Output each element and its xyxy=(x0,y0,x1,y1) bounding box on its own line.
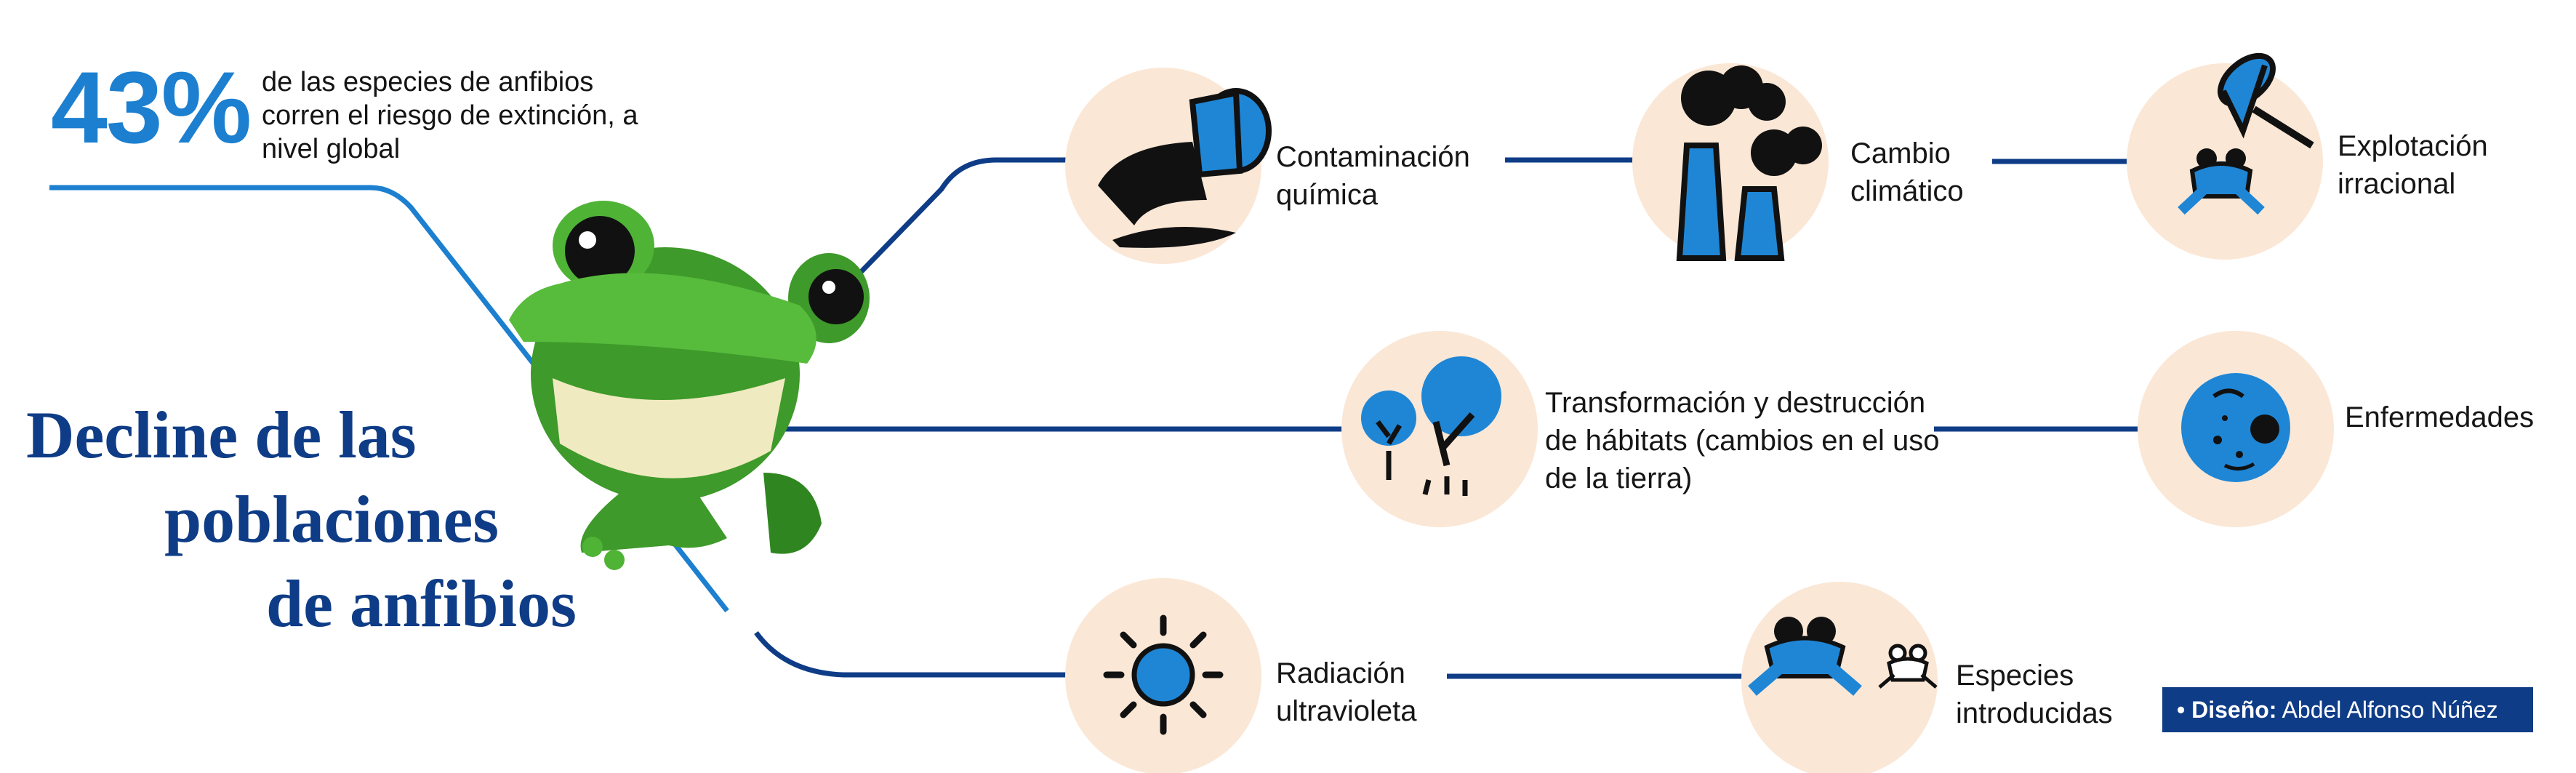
stat-percentage: 43% xyxy=(51,50,252,164)
label-habitat-destruction: Transformación y destrucción de hábitats… xyxy=(1545,387,1940,494)
label-introduced-species: Especies introducidas xyxy=(1956,660,2113,729)
label-irrational-exploitation: Explotación irracional xyxy=(2338,130,2488,200)
label-climate-change: Cambio climático xyxy=(1850,137,1964,207)
chemical-pipe-icon xyxy=(1098,88,1272,248)
trees-icon xyxy=(1361,356,1501,496)
two-frogs-icon xyxy=(1748,617,1938,696)
label-chemical-pollution: Contaminación química xyxy=(1276,141,1470,211)
title-line-1: Decline de las xyxy=(26,398,417,472)
credit-name: Abdel Alfonso Núñez xyxy=(2276,697,2498,723)
sun-icon xyxy=(1103,614,1224,735)
stat-description: de las especies de anfibios corren el ri… xyxy=(262,67,638,164)
connector-bottom xyxy=(754,630,1076,678)
title-line-3: de anfibios xyxy=(266,566,577,641)
stat-underline xyxy=(49,185,729,613)
connector-top xyxy=(812,157,1076,322)
design-credit: • Diseño: Abdel Alfonso Núñez xyxy=(2162,687,2533,732)
connector-lines xyxy=(754,157,2138,679)
label-uv-radiation: Radiación ultravioleta xyxy=(1276,657,1417,727)
microbe-icon xyxy=(2181,373,2290,482)
credit-prefix: • Diseño: xyxy=(2177,697,2277,723)
circle-exploitation xyxy=(2127,63,2323,260)
factory-smoke-icon xyxy=(1676,65,1822,261)
label-diseases: Enfermedades xyxy=(2345,401,2535,433)
frog-illustration xyxy=(509,201,870,570)
title-line-2: poblaciones xyxy=(164,482,499,556)
page-title: Decline de las poblaciones de anfibios xyxy=(26,393,651,646)
net-frog-icon xyxy=(2178,52,2314,215)
